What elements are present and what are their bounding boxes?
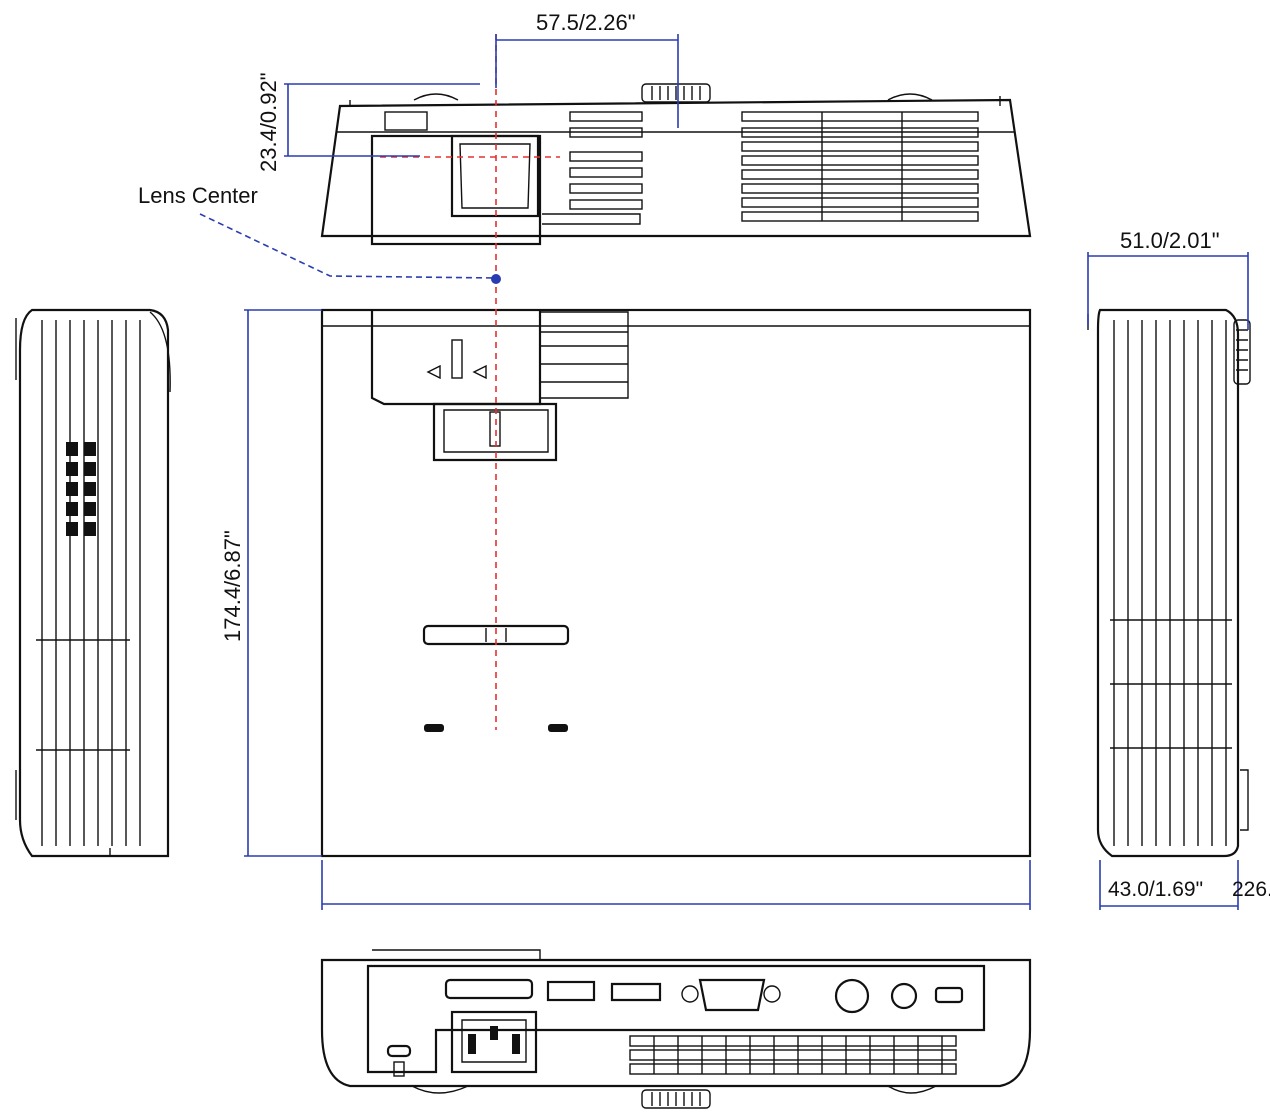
front-vent-right: [741, 111, 979, 222]
front-height-label: 43.0/1.69": [1108, 878, 1203, 901]
top-view: [320, 308, 1032, 858]
lens-housing: [370, 134, 542, 246]
side-height-label: 51.0/2.01": [1120, 228, 1220, 253]
lens-center-point: [491, 274, 501, 284]
lens-offset-label: 57.5/2.26": [536, 10, 636, 35]
front-view: [320, 83, 1032, 246]
lens-center-label: Lens Center: [138, 183, 258, 208]
indicator-led-left: [424, 724, 444, 732]
focus-wheel-icon: [1233, 319, 1251, 385]
mini-usb-port-icon: [934, 986, 964, 1004]
left-side-grille: [66, 442, 96, 536]
focus-slider: [432, 402, 558, 462]
focus-dial-icon: [641, 83, 711, 103]
lens-icon: [450, 134, 540, 218]
sd-card-slot-icon: [444, 978, 534, 1000]
hdmi-port-icon: [610, 982, 662, 1002]
lens-height-label: 23.4/0.92": [256, 72, 281, 172]
vga-port-icon: [681, 978, 781, 1012]
rear-view: [320, 949, 1032, 1109]
power-inlet-icon: [450, 1010, 538, 1074]
lock-slot-icon: [386, 1044, 412, 1058]
right-side-view: [1087, 308, 1251, 858]
rear-vent-grid: [629, 1035, 957, 1075]
depth-label: 174.4/6.87": [220, 530, 245, 642]
indicator-led-right: [548, 724, 568, 732]
left-side-view: [15, 308, 171, 858]
ir-sensor-icon: [834, 978, 870, 1014]
dimension-lines: [244, 34, 1249, 910]
usb-port-icon: [546, 980, 596, 1002]
projector-body: [320, 308, 1032, 858]
lens-center-markers: [199, 34, 560, 730]
front-vent-left: [569, 111, 643, 210]
audio-jack-icon: [890, 982, 918, 1010]
width-label: 226.0: [1232, 878, 1270, 901]
